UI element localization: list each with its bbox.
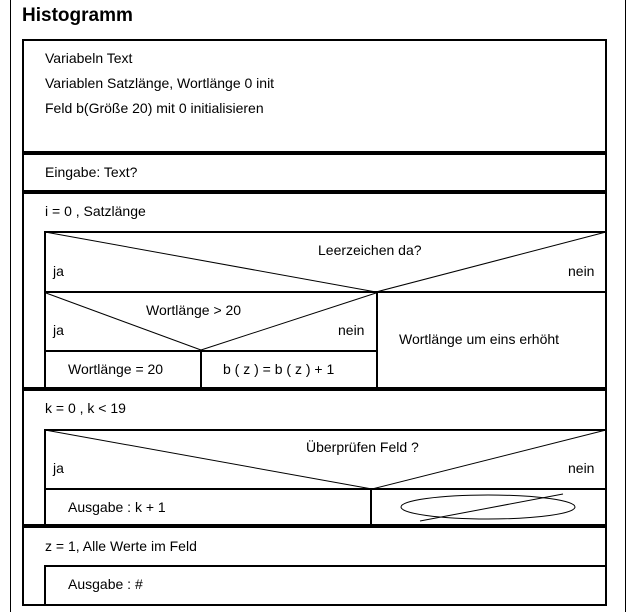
declaration-line-1: Variabeln Text: [45, 50, 133, 66]
empty-branch-strike: [419, 493, 564, 522]
input-block: [22, 153, 607, 192]
loop3-header: z = 1, Alle Werte im Feld: [45, 538, 197, 554]
loop2-decision-block: [44, 429, 607, 526]
loop2-header: k = 0 , k < 19: [45, 400, 126, 416]
loop1-yes-label: ja: [53, 263, 64, 279]
loop1-decision-block: [44, 231, 607, 389]
page-frame: [10, 0, 626, 612]
yes-no-action: b ( z ) = b ( z ) + 1: [223, 361, 335, 377]
empty-branch-ellipse: [400, 494, 576, 520]
declaration-line-2: Variablen Satzlänge, Wortlänge 0 init: [45, 75, 275, 91]
loop1-diagonal-left: [44, 231, 377, 293]
loop1-diagonal-right: [375, 231, 607, 293]
input-text: Eingabe: Text?: [45, 164, 138, 180]
loop2-diagonal-left: [44, 429, 373, 490]
inner-no-label: nein: [338, 322, 365, 338]
declaration-block: [22, 39, 607, 153]
inner-yes-label: ja: [53, 322, 64, 338]
loop2-no-label: nein: [568, 460, 595, 476]
no-branch-action: Wortlänge um eins erhöht: [399, 331, 560, 347]
loop2-yes-label: ja: [53, 460, 64, 476]
loop1-no-label: nein: [568, 263, 595, 279]
loop2-yes-action: Ausgabe : k + 1: [68, 499, 166, 515]
declaration-line-3: Feld b(Größe 20) mit 0 initialisieren: [45, 100, 264, 116]
loop2-diagonal-right: [371, 429, 607, 490]
loop3-body-text: Ausgabe : #: [68, 576, 143, 592]
diagram-title: Histogramm: [22, 5, 133, 26]
yes-yes-action: Wortlänge = 20: [68, 361, 164, 377]
loop1-condition: Leerzeichen da?: [318, 242, 422, 258]
inner-diagonal-right: [200, 292, 377, 351]
loop1-header: i = 0 , Satzlänge: [45, 203, 146, 219]
inner-condition: Wortlänge > 20: [146, 302, 242, 318]
inner-diagonal-left: [45, 292, 202, 351]
loop3-body: [44, 565, 607, 606]
loop2-condition: Überprüfen Feld ?: [306, 439, 419, 455]
